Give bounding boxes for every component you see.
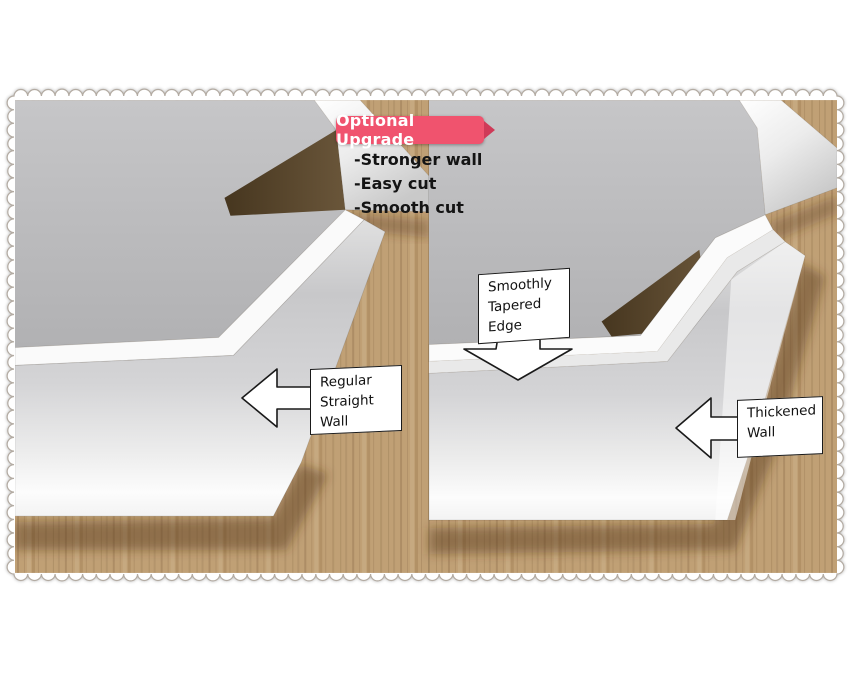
right-far-wall-shadow [769, 195, 837, 241]
optional-upgrade-banner: Optional Upgrade [336, 111, 495, 149]
label-line: Wall [320, 413, 349, 431]
arrow-left-icon [675, 397, 745, 459]
left-far-wall-shadow [346, 213, 429, 238]
right-wall-tapered-edge [428, 229, 786, 374]
regular-straight-wall-label: Regular Straight Wall [310, 364, 402, 436]
thickened-wall-label: Thickened Wall [737, 396, 823, 458]
left-interior-shadow [224, 130, 346, 216]
panel-seam [427, 100, 430, 573]
feature-item: -Stronger wall [354, 150, 483, 169]
banner-label: Optional Upgrade [336, 111, 415, 149]
label-line: Thickened [747, 402, 817, 422]
left-tray-shadow [15, 464, 329, 550]
feature-item: -Easy cut [354, 174, 437, 193]
arrow-left-icon [241, 368, 313, 428]
left-tray-floor [15, 100, 346, 348]
label-line: Wall [747, 424, 776, 442]
right-far-wall [738, 100, 837, 216]
feature-item: -Smooth cut [354, 198, 464, 217]
smoothly-tapered-edge-label: Smoothly Tapered Edge [478, 267, 570, 345]
feature-list: -Stronger wall -Easy cut -Smooth cut [354, 148, 482, 220]
left-wall-face [15, 219, 386, 517]
label-line: Edge [488, 317, 522, 336]
